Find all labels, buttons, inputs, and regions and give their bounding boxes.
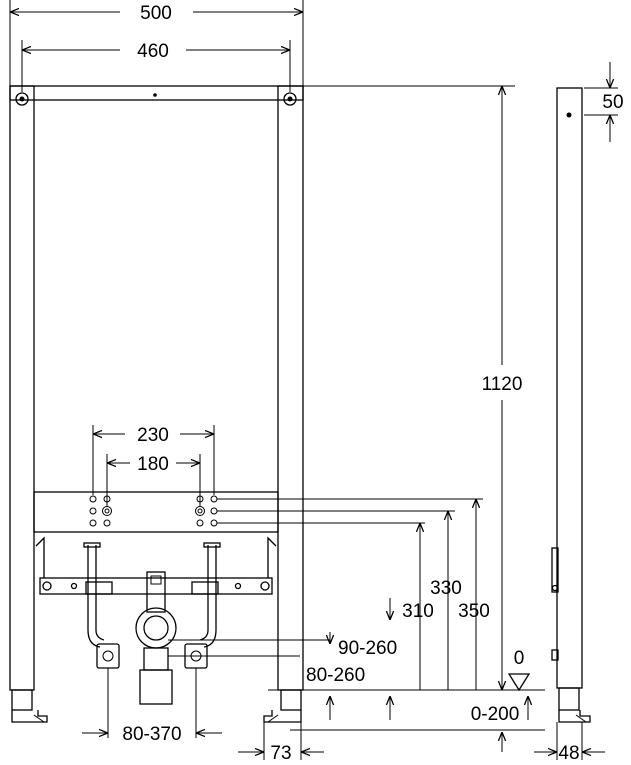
supply-assembly [35,536,277,705]
dim-0-200: 0-200 [471,704,520,725]
dim-50: 50 [602,92,623,113]
dimension-labels: 500 460 1120 50 230 180 330 310 350 90-2… [122,3,623,764]
dim-90-260: 90-260 [338,638,397,659]
dim-230: 230 [137,425,169,446]
side-frame [551,87,591,723]
dim-310: 310 [402,601,434,622]
dim-floor-0: 0 [514,648,525,669]
dim-330: 330 [430,578,462,599]
dim-73: 73 [270,743,291,764]
dim-80-260: 80-260 [306,665,365,686]
dim-500: 500 [140,3,172,24]
dim-1120: 1120 [482,374,523,395]
dim-460: 460 [137,41,169,62]
dim-48: 48 [558,743,579,764]
dimension-lines [9,0,618,760]
dim-180: 180 [137,454,169,475]
front-frame [9,85,304,723]
mounting-plate [33,491,279,533]
dim-80-370: 80-370 [122,724,181,745]
dim-350: 350 [458,601,490,622]
